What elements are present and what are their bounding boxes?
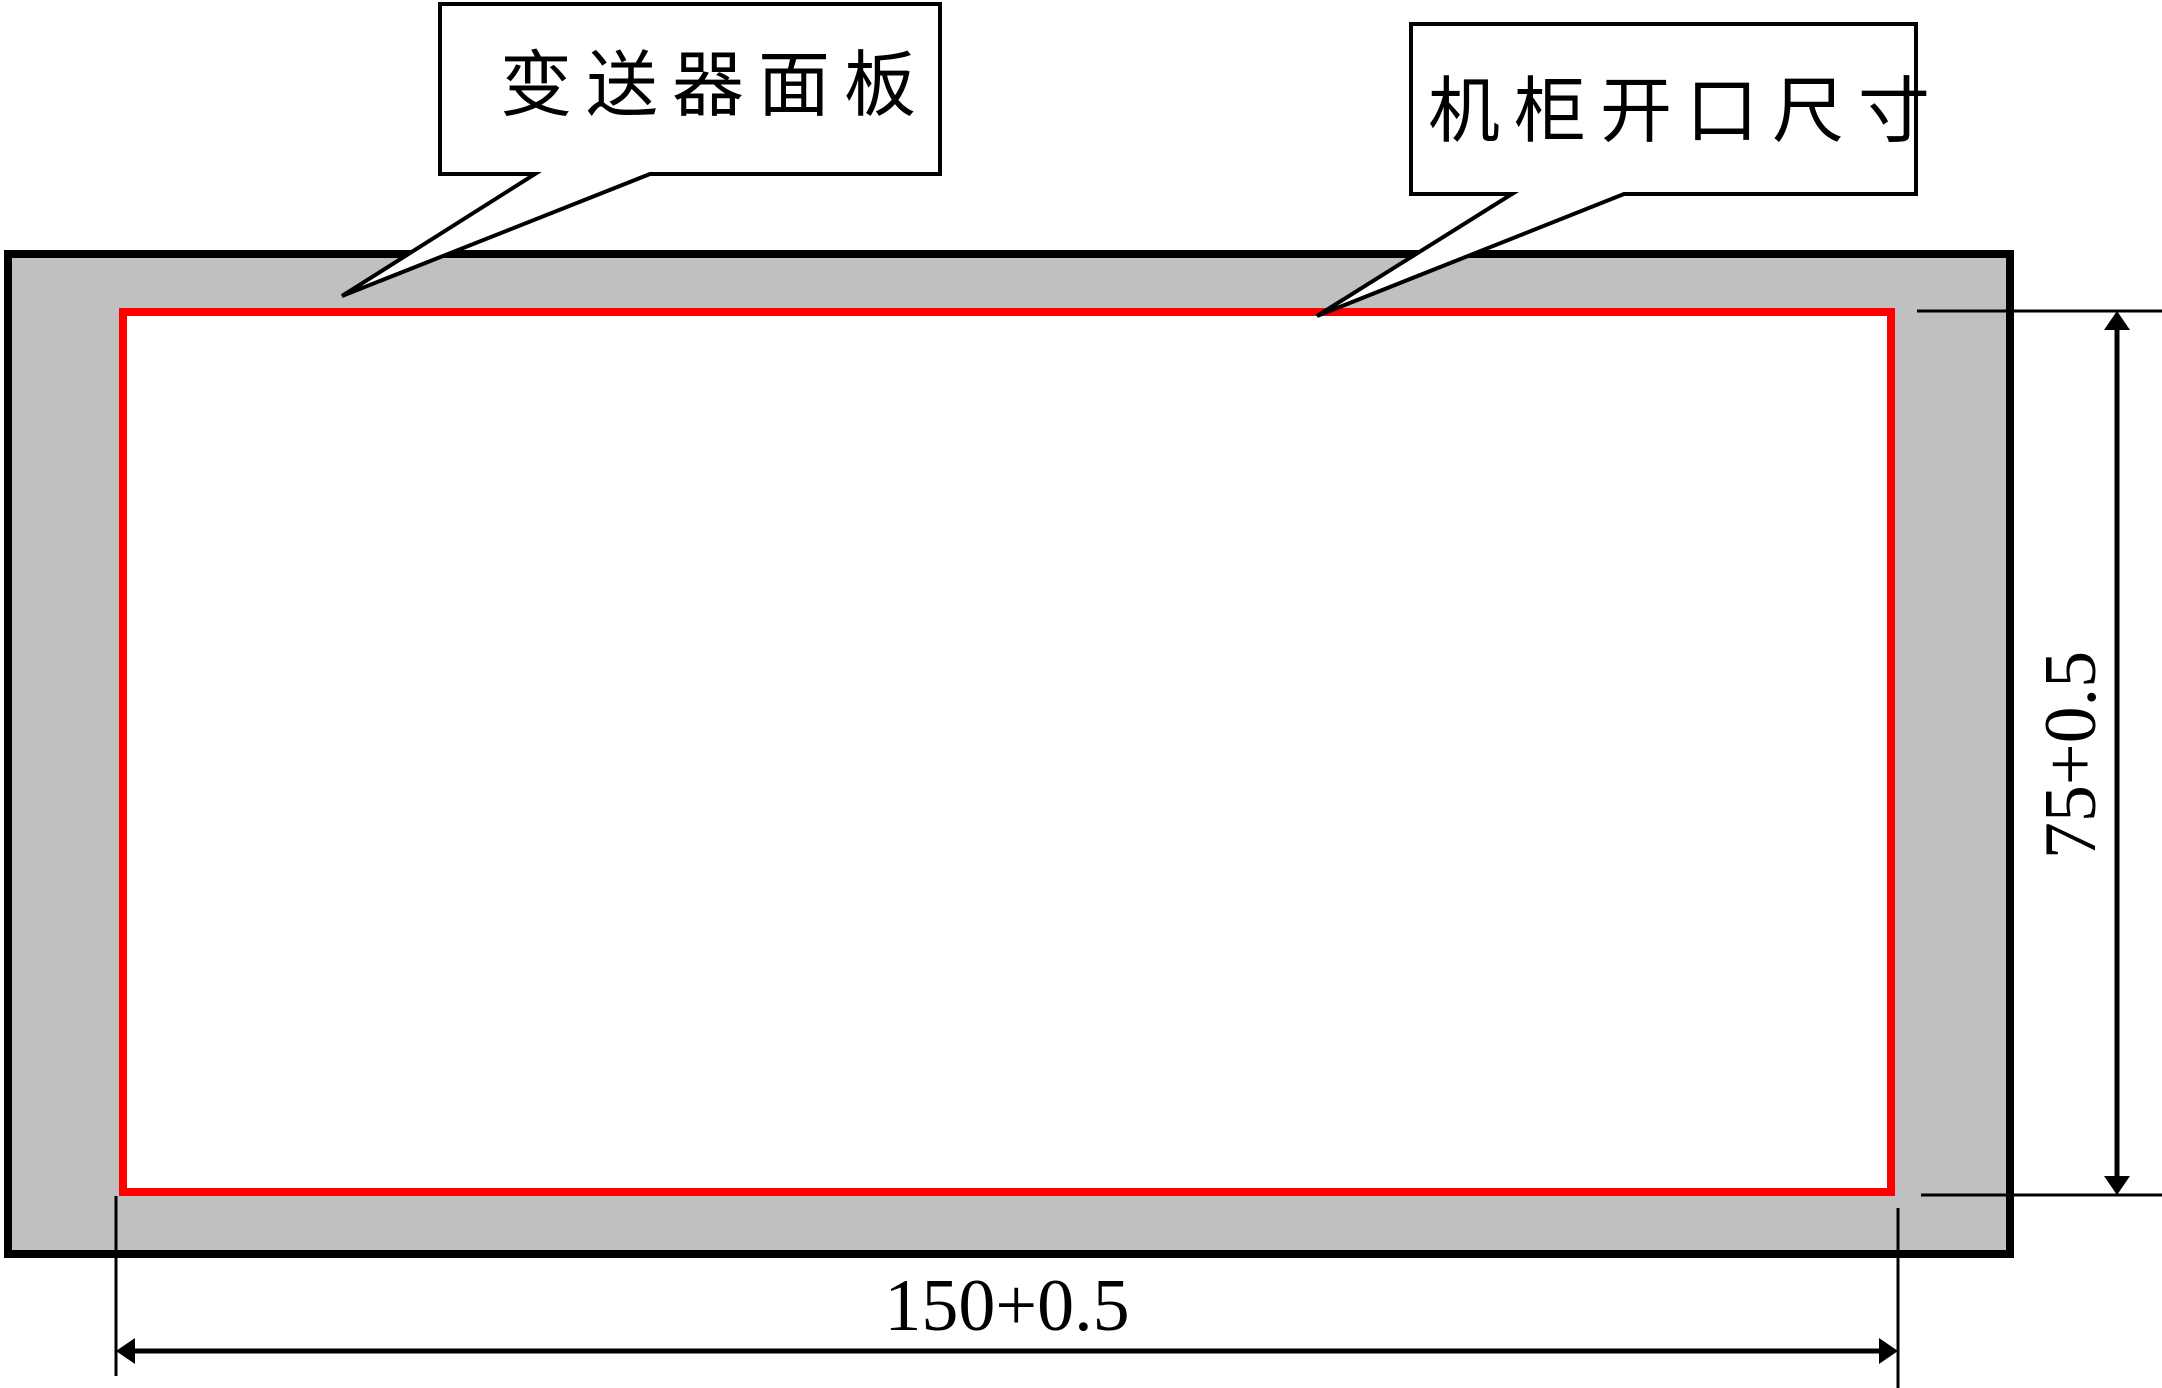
dimension-label-height: 75+0.5	[2030, 651, 2112, 859]
dimension-height: 75+0.5	[1917, 309, 2162, 1197]
dimension-width: 150+0.5	[114, 1196, 1900, 1388]
arrowhead-left-icon	[116, 1338, 135, 1364]
arrowhead-up-icon	[2104, 311, 2130, 330]
arrowhead-right-icon	[1879, 1338, 1898, 1364]
callout-cabinet-opening: 机柜开口尺寸	[1315, 22, 1944, 318]
dimension-label-width: 150+0.5	[884, 1265, 1129, 1347]
callout-bubble	[1315, 22, 1918, 318]
callout-bubble	[340, 2, 942, 298]
callout-label-panel: 变送器面板	[500, 43, 930, 127]
cabinet-cutout-outline	[119, 308, 1895, 1196]
callout-label-cutout: 机柜开口尺寸	[1428, 69, 1944, 153]
arrowhead-down-icon	[2104, 1176, 2130, 1195]
callout-transmitter-panel: 变送器面板	[340, 2, 942, 298]
